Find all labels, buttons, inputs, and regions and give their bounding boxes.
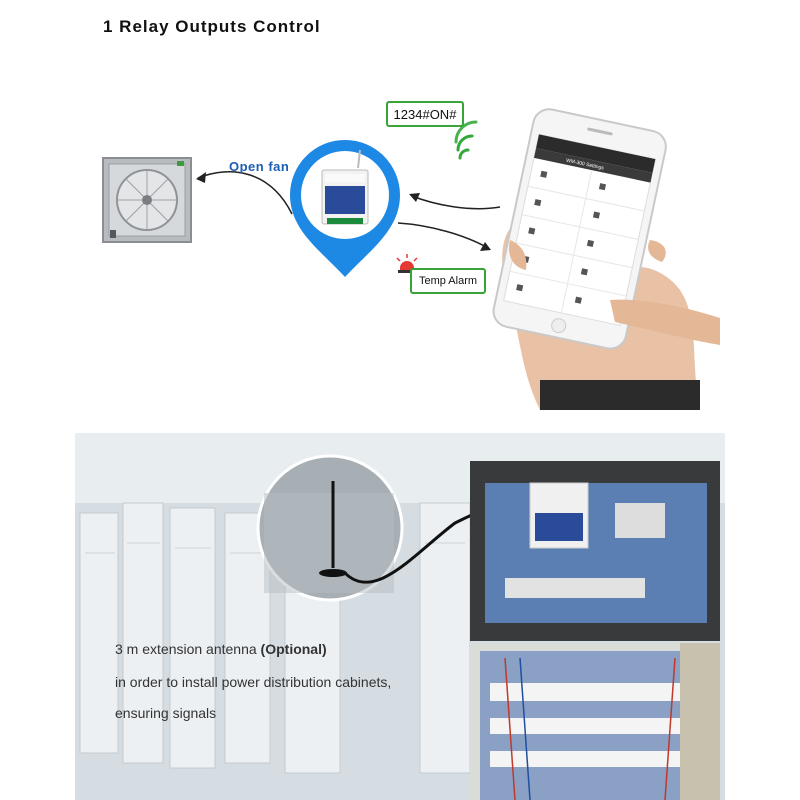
caption-optional: (Optional) [260, 641, 327, 657]
phone-in-hand-image: WM-300 Settings [492, 108, 720, 410]
page-title: 1 Relay Outputs Control [103, 17, 321, 36]
caption-line-2: in order to install power distribution c… [115, 674, 392, 690]
caption-line-1-text: 3 m extension antenna [115, 641, 261, 657]
sms-command-bubble: 1234#ON# [386, 101, 464, 127]
installation-photo [75, 433, 725, 800]
control-diagram: WM-300 Settings [102, 108, 720, 410]
temp-alarm-bubble: Temp Alarm [410, 268, 486, 294]
open-fan-label: Open fan [229, 159, 290, 174]
caption-line-1: 3 m extension antenna (Optional) [115, 641, 327, 657]
arrow-to-fan [197, 171, 293, 215]
arrow-phone-to-device [411, 195, 501, 210]
arrow-device-to-phone [397, 222, 489, 249]
exhaust-fan-image [102, 157, 192, 243]
caption-line-3: ensuring signals [115, 705, 217, 721]
signal-icon [454, 120, 478, 160]
relay-device-image [321, 149, 369, 225]
